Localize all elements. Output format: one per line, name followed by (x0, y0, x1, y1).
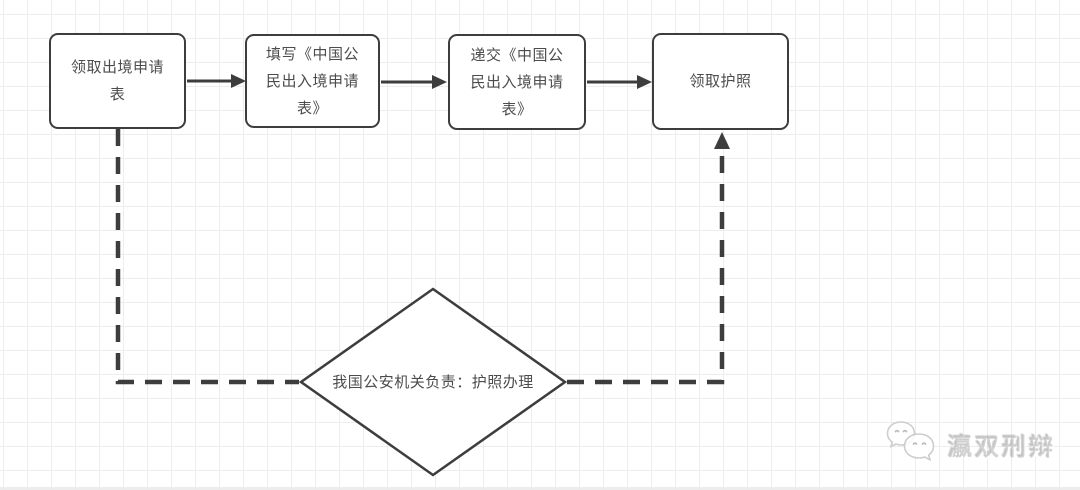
chat-bubbles-icon (886, 421, 935, 462)
connector-step3-step4 (587, 75, 652, 89)
arrowhead-right-icon (637, 75, 652, 89)
flow-node-step3: 递交《中国公民出入境申请表》 (448, 34, 586, 130)
watermark-text: 瀛双刑辩 (948, 433, 1056, 461)
arrowhead-up-icon (714, 132, 730, 149)
flow-node-step1: 领取出境申请表 (49, 33, 186, 129)
connector-step1-step2 (187, 74, 246, 88)
watermark: 瀛双刑辩 (884, 418, 1056, 470)
flow-node-step2: 填写《中国公民出入境申请表》 (245, 34, 380, 128)
decision-diamond-shape (298, 287, 568, 477)
flow-node-step3-label: 递交《中国公民出入境申请表》 (470, 46, 564, 118)
flow-node-step1-label: 领取出境申请表 (70, 59, 164, 103)
arrowhead-right-icon (231, 74, 246, 88)
connector-authority-step4 (567, 132, 730, 385)
connector-step1-authority (115, 129, 299, 385)
flow-node-authority-label: 我国公安机关负责：护照办理 (332, 374, 534, 391)
flow-node-step4: 领取护照 (652, 33, 789, 130)
bottom-edge-strip (0, 487, 1080, 490)
arrowhead-right-icon (432, 75, 447, 89)
flow-node-step2-label: 填写《中国公民出入境申请表》 (265, 45, 359, 117)
connector-step2-step3 (381, 75, 447, 89)
flow-node-step4-label: 领取护照 (689, 73, 752, 90)
